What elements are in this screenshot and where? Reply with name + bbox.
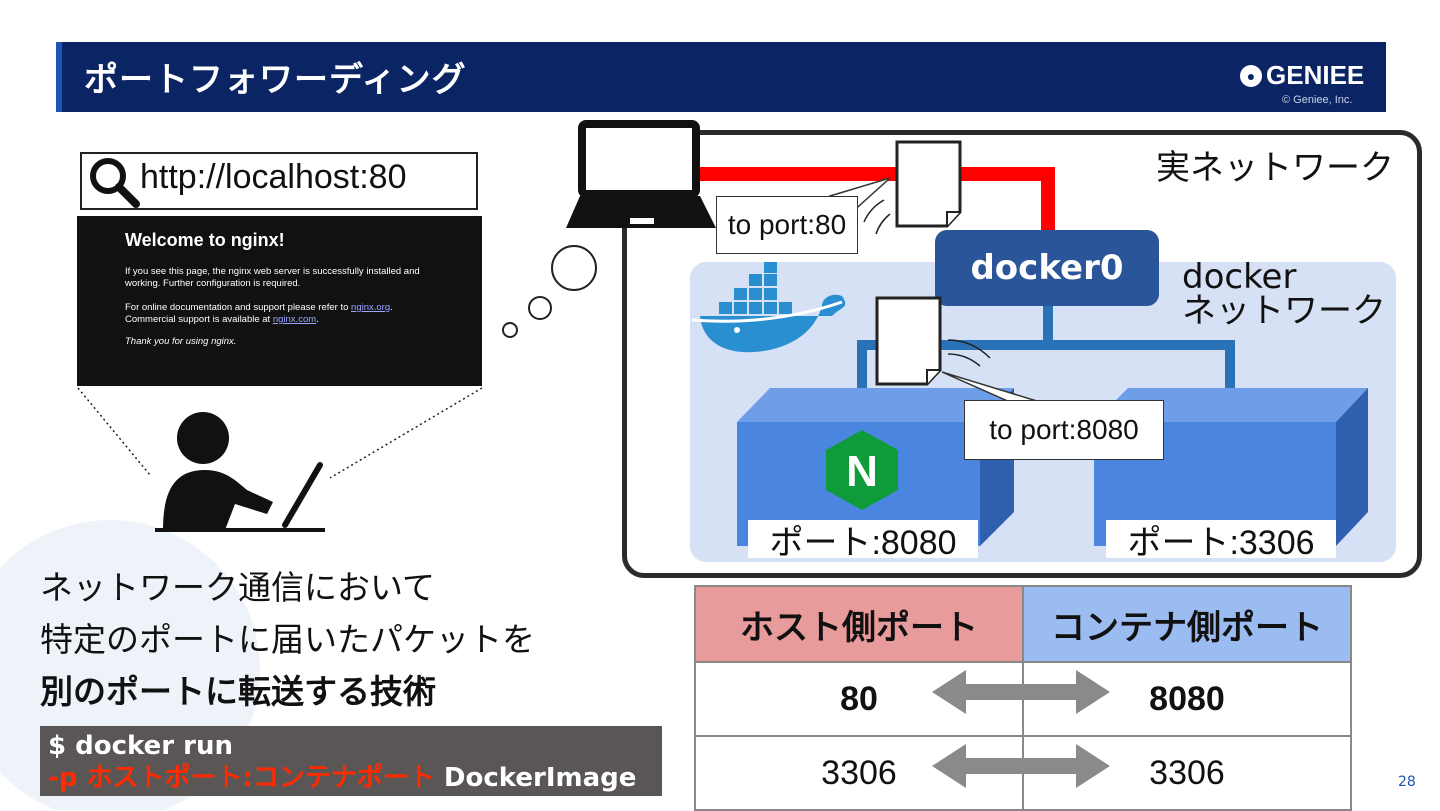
nginx-paragraph-3: Thank you for using nginx. [125,336,237,347]
command-box: $ docker run -p ホストポート:コンテナポート DockerIma… [40,726,662,796]
title-bar [56,42,1386,112]
double-arrow-icon [932,670,1110,714]
callout-to-port-80: to port:80 [716,196,858,254]
docker0-bridge: docker0 [935,230,1159,306]
callout-to-port-8080: to port:8080 [964,400,1164,460]
url-text: http://localhost:80 [140,158,407,196]
port-8080-label: ポート:8080 [748,520,978,562]
docker-whale-icon [692,262,846,353]
nginx-paragraph-2: For online documentation and support ple… [125,302,393,325]
nginx-welcome-page: Welcome to nginx! If you see this page, … [77,216,482,386]
description-line-1: ネットワーク通信において [40,568,436,607]
real-network-label: 実ネットワーク [1156,148,1394,188]
description-line-3: 別のポートに転送する技術 [40,672,436,711]
logo-text: GENIEE [1266,60,1365,90]
nginx-logo-icon: N [826,430,898,510]
host-port-header: ホスト側ポート [694,585,1024,663]
command-image: DockerImage [434,763,637,793]
container-port-header: コンテナ側ポート [1022,585,1352,663]
packet-host-icon [863,140,962,235]
logo-mark-icon: ● [1240,64,1262,87]
port-mapping-table: ホスト側ポート コンテナ側ポート 80 8080 3306 3306 [694,585,1352,811]
page-title: ポートフォワーディング [84,60,467,100]
magnifier-icon [90,158,140,208]
geniee-logo: ● GENIEE [1240,60,1364,91]
double-arrow-icon [932,744,1110,788]
port-3306-label: ポート:3306 [1106,520,1336,562]
nginx-org-link[interactable]: nginx.org [351,302,391,313]
description: ネットワーク通信において 特定のポートに届いたパケットを 別のポートに転送する技… [40,562,535,718]
user-icon [155,412,325,532]
packet-container-icon [875,296,991,386]
command-line-1: $ docker run [48,731,233,761]
command-line-2: -p ホストポート:コンテナポート DockerImage [48,762,654,794]
nginx-paragraph-1: If you see this page, the nginx web serv… [125,266,420,289]
nginx-com-link[interactable]: nginx.com [272,314,317,325]
docker-network-label: docker ネットワーク [1182,257,1386,331]
nginx-heading: Welcome to nginx! [125,230,285,250]
copyright: © Geniee, Inc. [1282,94,1353,106]
svg-text:N: N [846,447,878,496]
description-line-2: 特定のポートに届いたパケットを [40,620,535,659]
command-port-option: -p ホストポート:コンテナポート [48,763,435,793]
url-bar[interactable] [80,152,478,210]
thought-bubbles [502,245,597,338]
page-number: 28 [1398,774,1416,790]
